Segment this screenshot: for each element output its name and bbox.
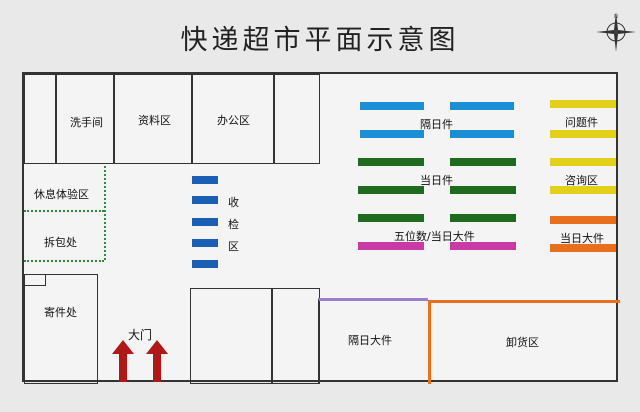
shelf-next-day-2 <box>450 102 514 110</box>
next-day-large-room <box>318 298 428 384</box>
shelf-five-digit-1 <box>358 242 424 250</box>
unpack-area-bottom <box>24 260 104 262</box>
office-room-label: 办公区 <box>217 114 250 127</box>
shelf-same-day-large-label: 当日大件 <box>560 232 604 245</box>
shelf-same-day-5 <box>358 214 424 222</box>
office-room <box>192 74 274 164</box>
rest-area-divider <box>24 210 104 212</box>
shelf-next-day-1 <box>360 102 424 110</box>
shelf-five-digit-2 <box>450 242 516 250</box>
gate-arrow-right-icon <box>146 340 168 354</box>
send-room-notch <box>24 274 46 286</box>
shelf-same-day-6 <box>450 214 516 222</box>
shelf-same-day-1 <box>358 158 424 166</box>
send-room-label: 寄件处 <box>44 306 77 319</box>
shelf-same-day-large-1 <box>550 216 616 224</box>
shelf-next-day-label: 隔日件 <box>420 118 453 131</box>
check-bar-3 <box>192 218 218 226</box>
shelf-problem-label: 问题件 <box>565 116 598 129</box>
check-label-2: 检 <box>228 218 239 231</box>
shelf-consult-label: 咨询区 <box>565 174 598 187</box>
shelf-same-day-2 <box>450 158 516 166</box>
unpack-area-right-edge <box>104 166 106 260</box>
bottom-room-2 <box>272 288 320 384</box>
unpack-area-label: 拆包处 <box>44 236 77 249</box>
gate-arrow-left-icon <box>112 340 134 354</box>
page-title: 快递超市平面示意图 <box>180 25 460 56</box>
data-room <box>114 74 192 164</box>
gate-label: 大门 <box>128 328 153 342</box>
shelf-five-digit-label: 五位数/当日大件 <box>394 230 475 243</box>
bottom-room-1 <box>190 288 272 384</box>
compass-n: N <box>614 14 618 20</box>
check-bar-2 <box>192 196 218 204</box>
data-room-label: 资料区 <box>138 114 171 127</box>
check-label-3: 区 <box>228 240 239 253</box>
shelf-same-day-3 <box>358 186 424 194</box>
shelf-same-day-large-2 <box>550 244 616 252</box>
shelf-same-day-label: 当日件 <box>420 174 453 187</box>
send-room <box>24 274 98 384</box>
check-bar-4 <box>192 239 218 247</box>
small-room-1 <box>24 74 56 164</box>
check-bar-1 <box>192 176 218 184</box>
shelf-consult-1 <box>550 158 616 166</box>
unload-room <box>428 300 620 384</box>
check-bar-5 <box>192 260 218 268</box>
gate-arrow-left-shaft <box>119 354 127 382</box>
wash-room-label: 洗手间 <box>70 116 103 129</box>
shelf-problem-1 <box>550 100 616 108</box>
shelf-consult-2 <box>550 186 616 194</box>
wash-room <box>56 74 114 164</box>
shelf-next-day-4 <box>450 130 514 138</box>
rest-area-label: 休息体验区 <box>34 188 89 201</box>
floor-plan: 洗手间 资料区 办公区 休息体验区 拆包处 寄件处 大门 收 检 区 隔日大件 … <box>22 72 620 384</box>
check-label-1: 收 <box>228 196 239 209</box>
shelf-next-day-3 <box>360 130 424 138</box>
gate-arrow-right-shaft <box>153 354 161 382</box>
next-day-large-label: 隔日大件 <box>348 334 392 347</box>
shelf-problem-2 <box>550 130 616 138</box>
compass-icon: N <box>596 12 636 52</box>
unload-room-label: 卸货区 <box>506 336 539 349</box>
shelf-same-day-4 <box>450 186 516 194</box>
small-room-2 <box>274 74 320 164</box>
